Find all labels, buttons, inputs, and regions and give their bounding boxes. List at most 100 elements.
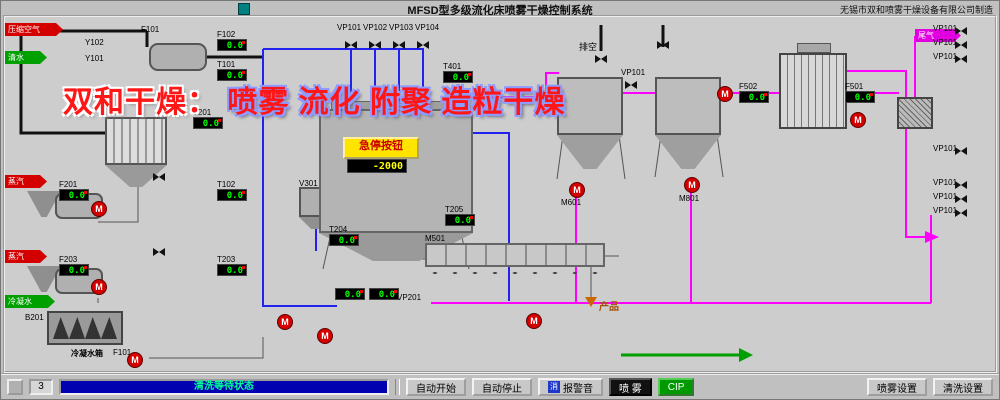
- manufacturer-label: 无锡市双和喷雾干燥设备有限公司制造: [839, 5, 993, 15]
- value-display: 0.0: [369, 288, 399, 300]
- statusbar-button-4[interactable]: 喷 雾: [609, 378, 652, 396]
- tag-label: V301: [299, 179, 318, 188]
- display-value: 0.0: [217, 69, 247, 81]
- flow-arrow: 尾气: [915, 29, 961, 42]
- tag-label: VP201: [397, 293, 422, 302]
- pump-icon[interactable]: M: [526, 313, 542, 329]
- tag-label: VP101: [933, 24, 958, 33]
- tag-label: VP101: [337, 23, 362, 32]
- display-tag: F102: [217, 30, 236, 39]
- valve-icon[interactable]: [955, 147, 967, 155]
- button-label: 喷雾设置: [877, 383, 917, 395]
- display-tag: T101: [217, 60, 236, 69]
- flow-arrow: 冷凝水: [5, 295, 55, 308]
- valve-icon[interactable]: [955, 195, 967, 203]
- tag-label: VP101: [933, 178, 958, 187]
- pump-icon[interactable]: M: [684, 177, 700, 193]
- statusbar-button-3[interactable]: 消报警音: [538, 378, 603, 396]
- title-icon: [238, 3, 250, 15]
- condenser: [779, 53, 847, 129]
- display-value: 0.0: [217, 39, 247, 51]
- tag-label: M501: [425, 234, 446, 243]
- tag-label: Y101: [85, 54, 104, 63]
- pump-icon[interactable]: M: [717, 86, 733, 102]
- tag-label: VP101: [933, 38, 958, 47]
- tag-label: F101: [113, 348, 132, 357]
- flow-arrow: 蒸汽: [5, 250, 47, 263]
- valve-icon[interactable]: [393, 41, 405, 49]
- statusbar-button-5[interactable]: CIP: [657, 378, 695, 396]
- display-tag: T204: [329, 225, 348, 234]
- display-tag: T401: [443, 62, 462, 71]
- valve-icon[interactable]: [595, 55, 607, 63]
- valve-icon[interactable]: [955, 55, 967, 63]
- condensate-tank-label: 冷凝水箱: [71, 349, 103, 358]
- display-tag: F203: [59, 255, 78, 264]
- display-value: 0.0: [739, 91, 769, 103]
- display-value: 0.0: [217, 264, 247, 276]
- display-tag: F501: [845, 82, 864, 91]
- display-value: 0.0: [335, 288, 365, 300]
- pump-icon[interactable]: M: [569, 182, 585, 198]
- pump-icon[interactable]: M: [91, 201, 107, 217]
- valve-icon[interactable]: [657, 41, 669, 49]
- tag-label: VP101: [933, 206, 958, 215]
- valve-icon[interactable]: [625, 81, 637, 89]
- valve-icon[interactable]: [369, 41, 381, 49]
- display-value: 0.0: [443, 71, 473, 83]
- display-value: 0.0: [369, 288, 399, 300]
- statusbar-button-1[interactable]: 自动开始: [406, 378, 466, 396]
- emergency-stop-button[interactable]: 急停按钮: [343, 137, 419, 159]
- button-label: 报警音: [563, 383, 593, 395]
- valve-icon[interactable]: [955, 41, 967, 49]
- tag-label: VP101: [933, 52, 958, 61]
- tag-label: VP101: [933, 144, 958, 153]
- pump-icon[interactable]: M: [850, 112, 866, 128]
- pump-icon[interactable]: M: [127, 352, 143, 368]
- status-bar-icon[interactable]: [7, 379, 23, 395]
- valve-icon[interactable]: [153, 173, 165, 181]
- valve-icon[interactable]: [153, 248, 165, 256]
- condenser-cap: [797, 43, 831, 53]
- title-bar: MFSD型多级流化床喷雾干燥控制系统 无锡市双和喷雾干燥设备有限公司制造: [1, 1, 999, 17]
- tag-label: M801: [679, 194, 700, 203]
- statusbar-button-7[interactable]: 清洗设置: [933, 378, 993, 396]
- valve-icon[interactable]: [417, 41, 429, 49]
- pump-icon[interactable]: M: [277, 314, 293, 330]
- button-label: 自动停止: [482, 383, 522, 395]
- fluid-bed: [425, 243, 605, 267]
- display-value: 0.0: [59, 264, 89, 276]
- display-value: 0.0: [193, 117, 223, 129]
- tag-label: F101: [141, 25, 160, 34]
- page-title: MFSD型多级流化床喷雾干燥控制系统: [407, 5, 593, 17]
- valve-icon[interactable]: [955, 181, 967, 189]
- statusbar-button-2[interactable]: 自动停止: [472, 378, 532, 396]
- separator: [395, 379, 400, 395]
- flow-arrow: 蒸汽: [5, 175, 47, 188]
- valve-icon[interactable]: [955, 27, 967, 35]
- fluid-bed-wheels: [425, 269, 605, 277]
- valve-icon[interactable]: [345, 41, 357, 49]
- button-label: 喷 雾: [619, 383, 642, 395]
- tag-label: 产品: [599, 302, 619, 313]
- bag-filter: [105, 117, 167, 165]
- pump-icon[interactable]: M: [91, 279, 107, 295]
- tag-label: VP101: [621, 68, 646, 77]
- valve-icon[interactable]: [955, 209, 967, 217]
- button-row: 自动开始 自动停止 消报警音 喷 雾 CIP 喷雾设置 清洗设置: [406, 378, 993, 396]
- display-value: 0.0: [845, 91, 875, 103]
- tag-label: Y102: [85, 38, 104, 47]
- display-tag: T203: [217, 255, 236, 264]
- pump-icon[interactable]: M: [317, 328, 333, 344]
- tower-pressure-display: -2000: [347, 159, 407, 173]
- statusbar-button-6[interactable]: 喷雾设置: [867, 378, 927, 396]
